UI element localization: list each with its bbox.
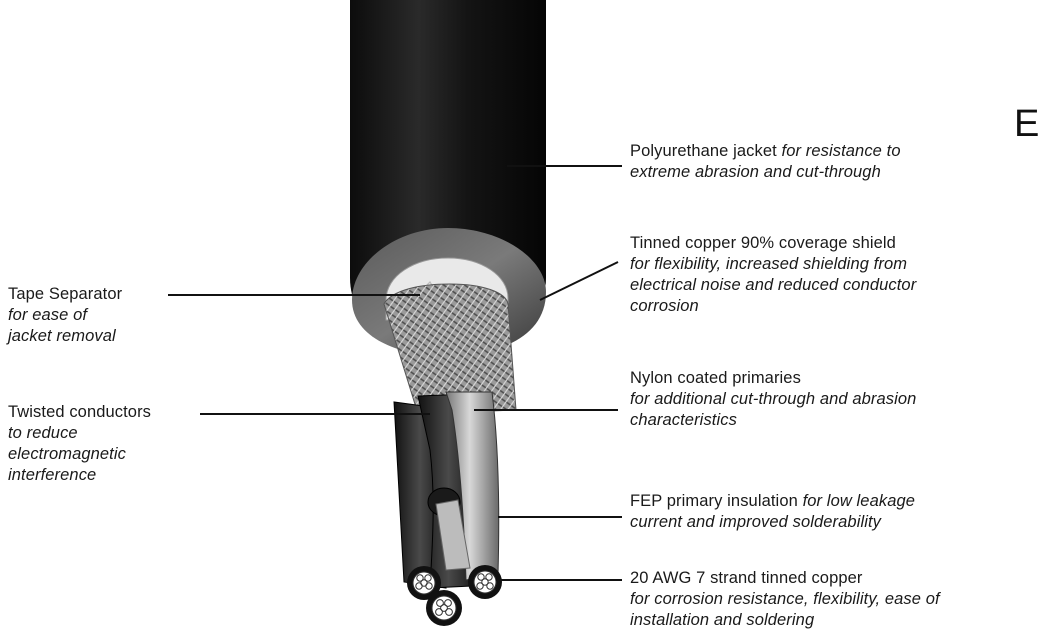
- nylon-desc-2: characteristics: [630, 410, 916, 431]
- callout-twisted: Twisted conductors to reduce electromagn…: [8, 402, 151, 486]
- fep-title: FEP primary insulation: [630, 492, 803, 510]
- awg-title: 20 AWG 7 strand tinned copper: [630, 568, 940, 589]
- jacket-desc-2: extreme abrasion and cut-through: [630, 162, 901, 183]
- callout-awg: 20 AWG 7 strand tinned copper for corros…: [630, 568, 940, 631]
- corner-letter: E: [1014, 104, 1039, 144]
- nylon-title: Nylon coated primaries: [630, 368, 916, 389]
- callout-nylon: Nylon coated primaries for additional cu…: [630, 368, 916, 431]
- tape-title: Tape Separator: [8, 284, 122, 305]
- callout-tape: Tape Separator for ease of jacket remova…: [8, 284, 122, 347]
- twisted-desc-2: electromagnetic: [8, 444, 151, 465]
- tape-desc-2: jacket removal: [8, 326, 122, 347]
- awg-desc-2: installation and soldering: [630, 610, 940, 631]
- nylon-desc-1: for additional cut-through and abrasion: [630, 389, 916, 410]
- fep-desc-2: current and improved solderability: [630, 512, 915, 533]
- awg-desc-1: for corrosion resistance, flexibility, e…: [630, 589, 940, 610]
- fep-desc-1: for low leakage: [803, 492, 915, 510]
- callout-shield: Tinned copper 90% coverage shield for fl…: [630, 233, 916, 317]
- shield-title: Tinned copper 90% coverage shield: [630, 233, 916, 254]
- leader-shield: [540, 262, 618, 300]
- jacket-title: Polyurethane jacket: [630, 142, 782, 160]
- tape-desc-1: for ease of: [8, 305, 122, 326]
- shield-desc-1: for flexibility, increased shielding fro…: [630, 254, 916, 275]
- shield-desc-3: corrosion: [630, 296, 916, 317]
- twisted-desc-1: to reduce: [8, 423, 151, 444]
- twisted-title: Twisted conductors: [8, 402, 151, 423]
- conductor-end-bottom: [426, 590, 462, 626]
- shield-desc-2: electrical noise and reduced conductor: [630, 275, 916, 296]
- callout-jacket: Polyurethane jacket for resistance to ex…: [630, 141, 901, 183]
- callout-fep: FEP primary insulation for low leakage c…: [630, 491, 915, 533]
- twisted-desc-3: interference: [8, 465, 151, 486]
- jacket-desc-1: for resistance to: [782, 142, 901, 160]
- conductor-end-right: [468, 565, 502, 599]
